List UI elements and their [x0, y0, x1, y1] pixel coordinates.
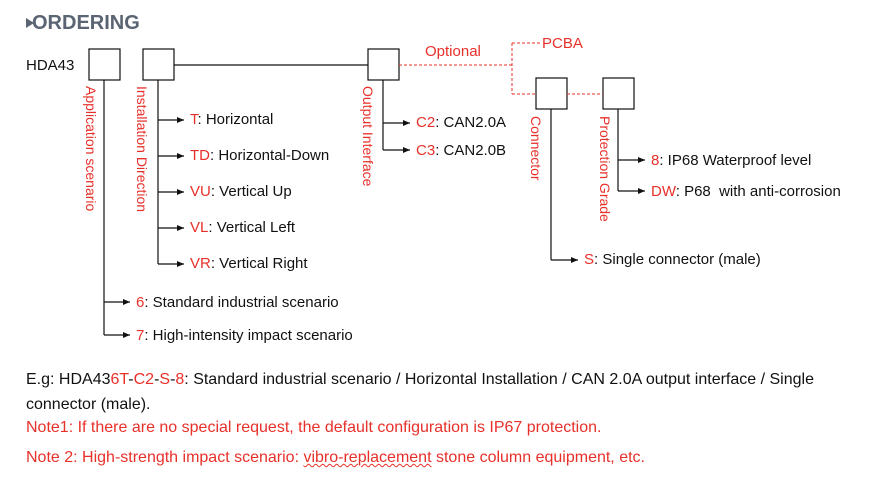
field-label-protection: Protection Grade — [597, 116, 613, 222]
field-label-connector: Connector — [528, 116, 544, 181]
field-label-installation: Installation Direction — [134, 86, 150, 213]
optional-label: Optional — [425, 43, 481, 60]
option-output-c3: C3: CAN2.0B — [416, 142, 507, 159]
option-installation-vr: VR: Vertical Right — [190, 255, 308, 272]
field-label-output: Output Interface — [360, 86, 376, 187]
example-text: E.g: HDA436T-C2-S-8: Standard industrial… — [26, 371, 814, 413]
option-output-c2: C2: CAN2.0A — [416, 114, 507, 131]
option-installation-t: T: Horizontal — [190, 111, 274, 128]
option-installation-vu: VU: Vertical Up — [190, 183, 292, 200]
note-1: Note1: If there are no special request, … — [26, 419, 602, 436]
option-connector-s: S: Single connector (male) — [584, 251, 761, 268]
model-prefix: HDA43 — [26, 57, 75, 74]
box-protection — [602, 77, 635, 110]
option-protection-8: 8: IP68 Waterproof level — [651, 152, 812, 169]
box-connector — [535, 77, 568, 110]
note-2: Note 2: High-strength impact scenario: v… — [26, 449, 645, 466]
option-application-6: 6: Standard industrial scenario — [136, 294, 339, 311]
box-installation — [142, 48, 175, 81]
box-application — [88, 48, 121, 81]
box-output — [367, 48, 400, 81]
field-label-application: Application scenario — [83, 86, 99, 212]
option-protection-dw: DW: P68 with anti-corrosion — [651, 183, 841, 200]
option-installation-td: TD: Horizontal-Down — [190, 147, 330, 164]
pcba-label: PCBA — [542, 35, 583, 52]
option-application-7: 7: High-intensity impact scenario — [136, 327, 353, 344]
option-installation-vl: VL: Vertical Left — [190, 219, 296, 236]
title-bullet-icon — [26, 18, 34, 28]
section-title: ORDERING — [32, 12, 140, 34]
